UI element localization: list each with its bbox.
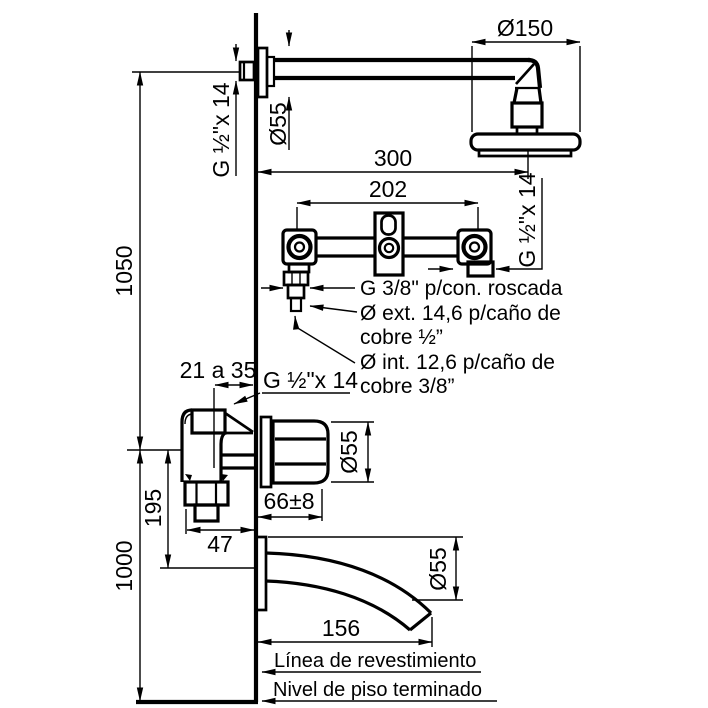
elbow-outlet-stub (193, 503, 220, 523)
spout-bottom-edge (265, 579, 412, 632)
note-int-2: cobre 3/8” (360, 375, 455, 398)
label-floor: Nivel de piso terminado (273, 679, 482, 701)
dim-text-300: 300 (374, 145, 412, 171)
dim-shower-head-diameter: Ø150 (471, 15, 581, 132)
dim-arm-length: 300 (257, 145, 529, 179)
elbow-inlet-pipe (190, 408, 227, 435)
cladding-line-label: Línea de revestimiento (261, 650, 481, 676)
spout-flange (254, 535, 268, 612)
copper-pipe-stub (289, 296, 303, 313)
thread-label-arm: G ½"x 14 (208, 82, 234, 177)
bath-spout (254, 535, 433, 632)
center-valve-block (373, 211, 405, 277)
dim-text-d55-spout: Ø55 (425, 547, 451, 590)
dim-height-lower: 1000 (111, 449, 182, 702)
spout-top-edge (265, 551, 433, 615)
dim-text-1000: 1000 (111, 540, 137, 591)
dim-text-1050: 1050 (111, 245, 137, 296)
thread-label-elbow: G ½"x 14 (263, 367, 358, 393)
dim-arm-flange-diameter: Ø55 (265, 30, 293, 150)
dim-wall-thickness-range: 21 a 35 (180, 357, 257, 468)
dim-outlet-thread: G ½"x 14 (428, 172, 543, 273)
head-connector-nut (510, 101, 544, 129)
shower-arm (238, 46, 543, 104)
dim-text-195: 195 (140, 489, 166, 527)
note-ext-2: cobre ½” (360, 326, 443, 349)
dim-text-156: 156 (322, 615, 360, 641)
thread-label-outlet: G ½"x 14 (514, 172, 540, 267)
floor-level-label: Nivel de piso terminado (261, 679, 497, 705)
arm-wall-fitting (238, 60, 256, 82)
right-outlet-stub (466, 260, 495, 278)
dim-text-d55-arm: Ø55 (265, 102, 291, 145)
dim-handle-diameter: Ø55 (331, 421, 374, 483)
dim-arm-thread: G ½"x 14 (208, 44, 240, 178)
head-plate (469, 132, 582, 152)
dim-text-66: 66±8 (264, 488, 315, 514)
note-g38: G 3/8" p/con. roscada (360, 277, 563, 300)
label-elbow-thread: G ½"x 14 (233, 367, 358, 405)
note-int-1: Ø int. 12,6 p/caño de (360, 351, 555, 374)
mixer-body: 202 (281, 176, 495, 313)
elbow-hex-nut (183, 480, 230, 507)
handle-knob (271, 419, 330, 485)
right-inlet-fitting (456, 228, 493, 266)
note-ext-1: Ø ext. 14,6 p/caño de (360, 302, 561, 325)
mixer-handle (259, 415, 330, 489)
label-cladding: Línea de revestimiento (274, 650, 476, 672)
dim-spout-length: 156 (257, 615, 433, 647)
dim-handle-projection: 66±8 (257, 488, 323, 521)
arm-elbow (527, 57, 543, 89)
transfer-elbow (180, 408, 254, 523)
dim-spout-diameter: Ø55 (268, 536, 463, 601)
handle-escutcheon (259, 415, 273, 489)
dim-text-47: 47 (207, 531, 233, 557)
dim-text-d55-handle: Ø55 (336, 430, 362, 473)
arm-flange (256, 46, 269, 99)
dim-valve-to-spout: 195 (140, 449, 255, 569)
dim-text-21a35: 21 a 35 (180, 357, 257, 383)
annotation-notes: G 3/8" p/con. roscada Ø ext. 14,6 p/caño… (261, 277, 563, 398)
shower-head (469, 101, 582, 158)
dim-text-202: 202 (369, 176, 407, 202)
dim-height-upper: 1050 (111, 71, 240, 451)
left-elbow-nut (282, 270, 310, 287)
dim-elbow-depth: 47 (185, 509, 255, 557)
dim-text-d150: Ø150 (497, 15, 553, 41)
